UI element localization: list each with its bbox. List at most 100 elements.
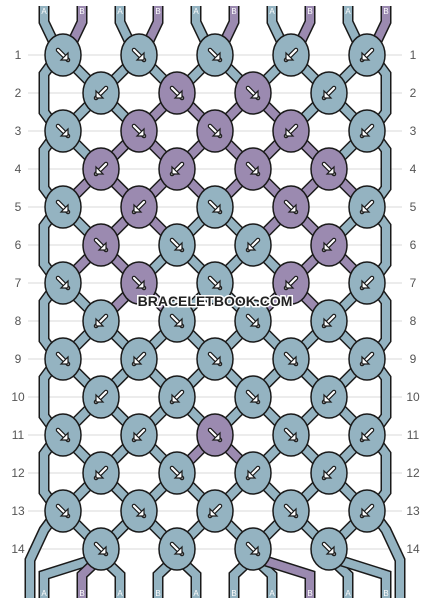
arrow-down-right-icon: [131, 47, 147, 63]
row-number-right: 13: [406, 504, 420, 518]
row-number-right: 8: [410, 314, 417, 328]
knot: [310, 71, 348, 115]
arrow-head: [59, 507, 69, 517]
row-number-right: 7: [410, 276, 417, 290]
strand-label-top: A: [269, 7, 275, 16]
arrow-head: [285, 279, 295, 289]
top-strand: [344, 6, 363, 47]
arrow-down-left-icon: [359, 47, 375, 63]
arrow-down-left-icon: [93, 161, 109, 177]
arrow-head: [135, 127, 145, 137]
strand-label-bottom: B: [383, 589, 388, 598]
arrow-down-right-icon: [207, 47, 223, 63]
arrow-head: [173, 317, 183, 327]
arrow-head: [59, 203, 69, 213]
arrow-head: [325, 545, 335, 555]
strand-label-top: A: [117, 7, 123, 16]
arrow-head: [249, 545, 259, 555]
arrow-down-left-icon: [359, 123, 375, 139]
knot: [348, 185, 386, 229]
arrow-down-right-icon: [55, 47, 71, 63]
row-number-left: 7: [15, 276, 22, 290]
arrow-head: [171, 165, 181, 175]
bottom-strand: [251, 553, 314, 598]
knot: [272, 261, 310, 305]
arrow-head: [173, 545, 183, 555]
arrow-down-right-icon: [131, 123, 147, 139]
knot: [82, 299, 120, 343]
knot: [234, 223, 272, 267]
top-strand: [40, 6, 59, 47]
bottom-strand: [327, 553, 390, 598]
arrow-down-left-icon: [321, 237, 337, 253]
knot: [272, 33, 310, 77]
arrow-down-left-icon: [321, 313, 337, 329]
arrow-down-left-icon: [131, 427, 147, 443]
top-strand: [67, 6, 86, 47]
arrow-head: [97, 241, 107, 251]
arrow-down-left-icon: [283, 47, 299, 63]
arrow-down-right-icon: [321, 161, 337, 177]
top-strand: [219, 6, 238, 47]
arrow-head: [209, 507, 219, 517]
arrow-head: [323, 393, 333, 403]
arrow-down-right-icon: [55, 351, 71, 367]
strand-label-bottom: B: [79, 589, 84, 598]
arrow-head: [247, 469, 257, 479]
strand-label-bottom: A: [41, 589, 47, 598]
row-number-left: 8: [15, 314, 22, 328]
row-number-left: 6: [15, 238, 22, 252]
row-number-right: 4: [410, 162, 417, 176]
arrow-down-left-icon: [321, 389, 337, 405]
arrow-down-left-icon: [321, 85, 337, 101]
knot: [348, 33, 386, 77]
arrow-head: [211, 51, 221, 61]
arrow-head: [285, 127, 295, 137]
arrow-head: [211, 203, 221, 213]
knot: [120, 185, 158, 229]
arrow-down-left-icon: [245, 465, 261, 481]
knot: [348, 261, 386, 305]
knot: [44, 489, 82, 533]
knot: [120, 337, 158, 381]
arrow-down-left-icon: [359, 275, 375, 291]
strand-label-bottom: A: [117, 589, 123, 598]
arrow-down-right-icon: [283, 199, 299, 215]
arrow-down-right-icon: [207, 275, 223, 291]
knot: [158, 375, 196, 419]
knot: [44, 33, 82, 77]
knot: [196, 185, 234, 229]
arrow-down-right-icon: [55, 427, 71, 443]
strand-label-bottom: A: [345, 589, 351, 598]
arrow-down-right-icon: [245, 313, 261, 329]
arrow-down-right-icon: [169, 465, 185, 481]
row-number-left: 2: [15, 86, 22, 100]
row-number-right: 9: [410, 352, 417, 366]
arrow-head: [325, 165, 335, 175]
knot: [120, 109, 158, 153]
knot: [82, 71, 120, 115]
arrow-down-left-icon: [131, 199, 147, 215]
strand-label-top: A: [345, 7, 351, 16]
knot: [44, 185, 82, 229]
strand-label-bottom: A: [193, 589, 199, 598]
arrow-down-right-icon: [207, 199, 223, 215]
arrow-down-right-icon: [131, 275, 147, 291]
arrow-head: [171, 393, 181, 403]
arrow-head: [211, 355, 221, 365]
arrow-down-right-icon: [321, 541, 337, 557]
row-number-left: 5: [15, 200, 22, 214]
top-strand: [268, 6, 287, 47]
arrow-down-right-icon: [169, 85, 185, 101]
arrow-head: [211, 279, 221, 289]
watermark: BRACELETBOOK.COM: [138, 293, 293, 309]
arrow-down-right-icon: [245, 85, 261, 101]
arrow-head: [287, 355, 297, 365]
arrow-head: [361, 431, 371, 441]
knot: [272, 413, 310, 457]
strand-label-top: A: [193, 7, 199, 16]
strand-label-top: B: [231, 7, 236, 16]
arrow-down-left-icon: [245, 237, 261, 253]
arrow-down-right-icon: [245, 389, 261, 405]
knot: [348, 413, 386, 457]
